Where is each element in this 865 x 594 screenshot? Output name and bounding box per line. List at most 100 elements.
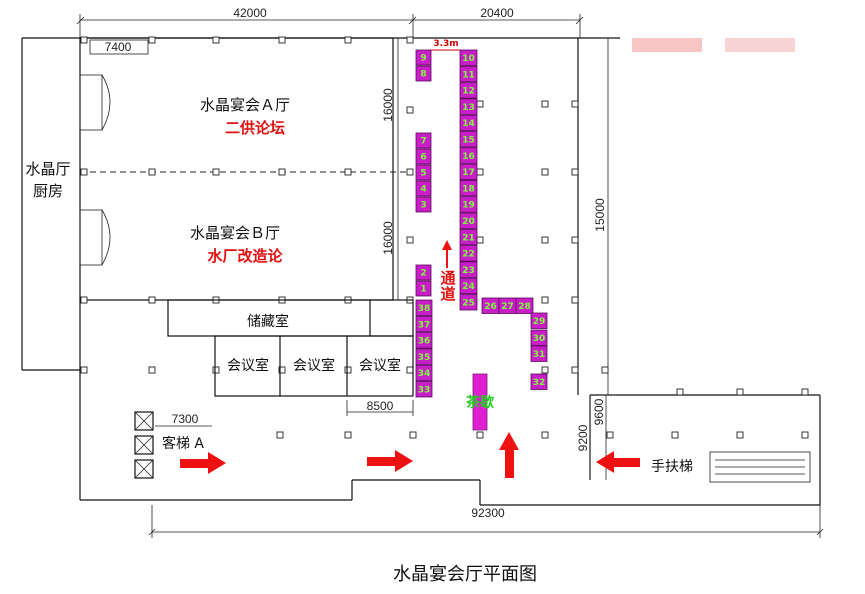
booth-35: 35 bbox=[415, 348, 433, 365]
booth-4: 4 bbox=[415, 180, 432, 197]
booth-3: 3 bbox=[415, 196, 432, 213]
booth-number: 17 bbox=[462, 168, 475, 178]
booth-7: 7 bbox=[415, 132, 432, 149]
aisle-width-label: 3.3m bbox=[433, 39, 458, 49]
booth-31: 31 bbox=[530, 345, 548, 362]
structural-column bbox=[276, 431, 284, 439]
structural-column bbox=[344, 431, 352, 439]
structural-column bbox=[148, 168, 156, 176]
tea-break-label: 茶歇 bbox=[465, 394, 494, 411]
structural-column bbox=[148, 366, 156, 374]
booth-30: 30 bbox=[530, 329, 548, 346]
booth-15: 15 bbox=[459, 131, 478, 148]
booth-12: 12 bbox=[459, 82, 478, 99]
booth-11: 11 bbox=[459, 65, 478, 83]
booth-number: 29 bbox=[533, 317, 546, 327]
blurred-watermark bbox=[632, 38, 795, 52]
structural-column bbox=[541, 366, 549, 374]
booth-number: 28 bbox=[518, 302, 531, 312]
structural-column bbox=[476, 236, 484, 244]
booth-number: 18 bbox=[462, 184, 475, 194]
booth-number: 33 bbox=[418, 385, 431, 395]
structural-column bbox=[671, 431, 679, 439]
booth-number: 30 bbox=[533, 334, 546, 344]
structural-column bbox=[212, 168, 220, 176]
storage-meeting-block bbox=[167, 299, 414, 416]
booth-number: 36 bbox=[418, 337, 431, 347]
booth-number: 19 bbox=[462, 201, 475, 211]
booth-16: 16 bbox=[459, 147, 478, 164]
meeting-room-3-label: 会议室 bbox=[359, 357, 401, 374]
structural-column bbox=[344, 168, 352, 176]
structural-column bbox=[476, 431, 484, 439]
escalator-label: 手扶梯 bbox=[651, 459, 693, 475]
booth-number: 9 bbox=[420, 54, 426, 64]
booth-number: 15 bbox=[462, 135, 475, 145]
escalator-graphic bbox=[709, 451, 811, 483]
storage-room-label: 储藏室 bbox=[247, 313, 289, 330]
booth-32: 32 bbox=[530, 373, 548, 390]
structural-column bbox=[736, 431, 744, 439]
booth-10: 10 bbox=[459, 49, 478, 66]
booth-6: 6 bbox=[415, 148, 432, 165]
structural-column bbox=[148, 296, 156, 304]
booth-5: 5 bbox=[415, 164, 432, 181]
dim-7400: 7400 bbox=[105, 40, 132, 54]
booth-19: 19 bbox=[459, 196, 478, 213]
booth-33: 33 bbox=[415, 381, 433, 398]
booth-29: 29 bbox=[530, 312, 548, 329]
booth-38: 38 bbox=[415, 299, 433, 316]
structural-column bbox=[571, 366, 579, 374]
flow-arrows bbox=[180, 432, 640, 478]
structural-column bbox=[80, 36, 88, 44]
kitchen-label-2: 厨房 bbox=[33, 182, 63, 200]
dim-15000: 15000 bbox=[593, 198, 607, 232]
dim-20400: 20400 bbox=[480, 6, 514, 20]
structural-column bbox=[212, 36, 220, 44]
outer-walls bbox=[21, 37, 824, 538]
elevator-label: 客梯 A bbox=[162, 435, 204, 452]
booth-20: 20 bbox=[459, 212, 478, 229]
booth-number: 11 bbox=[462, 70, 475, 80]
structural-column bbox=[571, 296, 579, 304]
dim-92300: 92300 bbox=[471, 506, 505, 520]
booth-number: 32 bbox=[533, 378, 546, 388]
booth-number: 25 bbox=[462, 298, 475, 308]
booth-36: 36 bbox=[415, 332, 433, 349]
hall-a-name: 水晶宴会Ａ厅 bbox=[200, 96, 290, 114]
booth-number: 8 bbox=[420, 70, 426, 80]
structural-column bbox=[80, 296, 88, 304]
arrow-up bbox=[499, 432, 519, 478]
elevator-cars bbox=[134, 411, 212, 479]
arrow-right-2 bbox=[367, 450, 413, 472]
structural-column bbox=[212, 366, 220, 374]
hall-b-event: 水厂改造论 bbox=[207, 247, 283, 265]
booth-number: 2 bbox=[420, 269, 426, 279]
structural-column bbox=[541, 168, 549, 176]
structural-column bbox=[406, 36, 414, 44]
structural-column bbox=[406, 236, 414, 244]
structural-column bbox=[801, 431, 809, 439]
booth-number: 24 bbox=[462, 282, 475, 292]
structural-column bbox=[571, 100, 579, 108]
structural-column bbox=[278, 36, 286, 44]
booth-number: 14 bbox=[462, 119, 475, 129]
structural-column bbox=[541, 296, 549, 304]
booth-24: 24 bbox=[459, 277, 478, 295]
structural-column bbox=[606, 431, 614, 439]
structural-column bbox=[278, 366, 286, 374]
structural-column bbox=[344, 36, 352, 44]
structural-column bbox=[406, 106, 414, 114]
booth-number: 22 bbox=[462, 250, 475, 260]
dim-42000: 42000 bbox=[233, 6, 267, 20]
booth-26: 26 bbox=[481, 297, 500, 314]
booth-14: 14 bbox=[459, 114, 478, 132]
top-box bbox=[89, 39, 149, 55]
booth-number: 31 bbox=[533, 350, 546, 360]
booth-number: 27 bbox=[501, 302, 514, 312]
meeting-room-2-label: 会议室 bbox=[293, 357, 335, 374]
structural-column bbox=[601, 366, 609, 374]
booth-18: 18 bbox=[459, 179, 478, 197]
booth-17: 17 bbox=[459, 163, 478, 181]
